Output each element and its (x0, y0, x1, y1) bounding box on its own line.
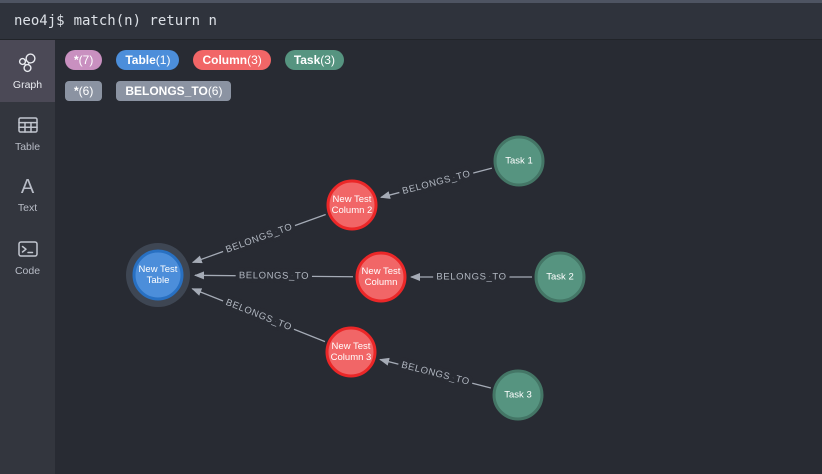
legend-node-pill[interactable]: *(7) (65, 50, 103, 70)
graph-edge[interactable] (193, 271, 354, 280)
sidebar-item-label: Text (17, 201, 38, 214)
sidebar-item-label: Graph (12, 78, 43, 91)
node-caption: Task 3 (504, 390, 531, 401)
edge-label: BELONGS_TO (224, 297, 293, 333)
edge-label: BELONGS_TO (401, 168, 472, 197)
node-caption: New Test (333, 194, 372, 205)
edge-label: BELONGS_TO (400, 360, 471, 388)
graph-panel: *(7)Table(1)Column(3)Task(3) *(6)BELONGS… (55, 40, 822, 474)
node-caption: Task 1 (505, 156, 532, 167)
node-caption: Column 2 (332, 205, 373, 216)
table-view-icon (17, 116, 38, 133)
rel-legend-row: *(6) BELONGS_TO(6) (65, 81, 358, 101)
node-task-2[interactable]: Task 2 (534, 251, 586, 303)
graph-edge[interactable] (380, 167, 493, 199)
text-view-icon: A (20, 175, 35, 198)
node-task-1[interactable]: Task 1 (493, 135, 545, 187)
sidebar-item-graph[interactable]: Graph (0, 40, 55, 102)
graph-view-icon (18, 52, 36, 72)
legend-node-pill[interactable]: Table(1) (116, 50, 180, 70)
editor-query[interactable]: match(n) return n (73, 13, 217, 29)
node-task-3[interactable]: Task 3 (492, 369, 544, 421)
sidebar-item-text[interactable]: A Text (0, 164, 55, 226)
node-caption: Task 2 (546, 272, 573, 283)
query-editor-bar[interactable]: neo4j$ match(n) return n (0, 0, 822, 40)
sidebar-item-label: Table (14, 140, 41, 153)
graph-legend: *(7) Table(1) Column(3) Task(3) *(6) BELONGS… (65, 50, 358, 112)
legend-rel-pill[interactable]: *(6) (65, 81, 103, 101)
sidebar-item-label: Code (14, 264, 41, 277)
code-view-icon (17, 240, 38, 257)
graph-edge[interactable] (379, 357, 492, 389)
edge-label: BELONGS_TO (224, 221, 294, 255)
sidebar-item-table[interactable]: Table (0, 102, 55, 164)
legend-node-pill[interactable]: Column(3) (193, 50, 271, 70)
node-caption: Column (365, 277, 398, 288)
sidebar-item-code[interactable]: Code (0, 226, 55, 288)
node-caption: New Test (139, 264, 178, 275)
node-caption: Column 3 (331, 352, 372, 363)
legend-node-pill[interactable]: Task(3) (284, 50, 344, 70)
legend-rel-pill[interactable]: BELONGS_TO(6) (116, 81, 232, 101)
edge-label: BELONGS_TO (436, 272, 506, 283)
view-sidebar: Graph Table A Text (0, 40, 55, 474)
editor-prompt: neo4j$ (14, 13, 65, 29)
result-frame: Graph Table A Text (0, 40, 822, 474)
node-caption: Table (147, 275, 170, 286)
graph-edge[interactable] (191, 213, 326, 264)
edge-label: BELONGS_TO (239, 270, 309, 282)
node-legend-row: *(7) Table(1) Column(3) Task(3) (65, 50, 358, 70)
graph-edge[interactable] (191, 288, 326, 343)
graph-canvas[interactable]: BELONGS_TO BELONGS_TO BELONGS_TO BELONGS_TO… (55, 40, 822, 474)
node-caption: New Test (332, 341, 371, 352)
node-caption: New Test (362, 266, 401, 277)
